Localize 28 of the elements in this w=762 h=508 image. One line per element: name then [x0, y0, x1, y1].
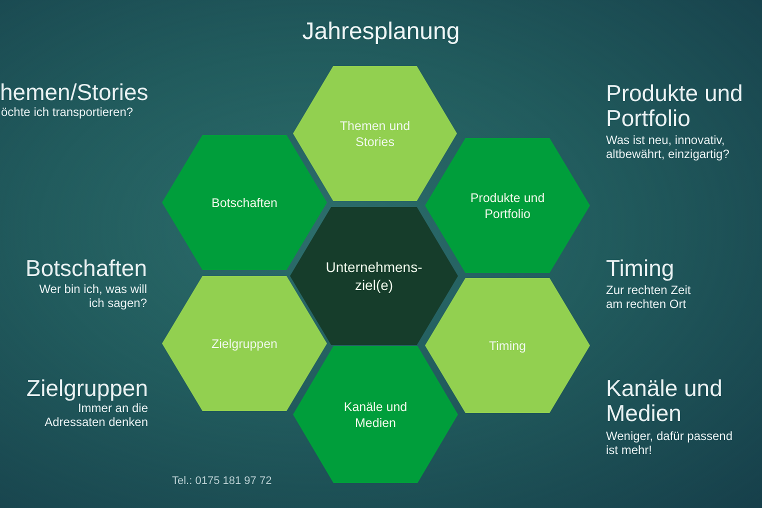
- side-heading: Produkte und Portfolio: [606, 81, 744, 131]
- hexagon-tile: [162, 276, 327, 411]
- hexagon-tile: [425, 138, 590, 273]
- hexagon-label: Zielgruppen: [210, 336, 278, 352]
- hexagon-label: Botschaften: [210, 194, 278, 210]
- title: Jahresplanung: [302, 18, 460, 45]
- side-description: Was ist neu, innovativ, altbewährt, einzigartig?: [606, 133, 730, 161]
- side-description: Zur rechten Zeit am rechten Ort: [606, 283, 692, 311]
- hexagon-label: Themen und Stories: [338, 118, 412, 150]
- hexagon-label: Produkte und Portfolio: [469, 190, 546, 222]
- side-description: Weniger, dafür passend ist mehr!: [606, 429, 734, 457]
- side-heading: Zielgruppen: [26, 376, 148, 401]
- side-heading: Kanäle und Medien: [606, 376, 724, 426]
- side-heading: Timing: [606, 256, 676, 281]
- side-heading: Botschaften: [26, 256, 147, 281]
- hexagon-tile: [293, 66, 457, 201]
- hexagon-label: Kanäle und Medien: [342, 398, 408, 430]
- side-description: öchte ich transportieren?: [1, 105, 134, 119]
- hexagon-tile: [425, 278, 590, 413]
- contact-line: Tel.: 0175 181 97 72: [172, 475, 272, 488]
- hexagon-tile: [162, 135, 327, 270]
- side-description: Wer bin ich, was will ich sagen?: [38, 282, 147, 310]
- side-heading: hemen/Stories: [0, 80, 148, 105]
- hexagon-label: Timing: [488, 338, 528, 354]
- hexagon-tile: [290, 207, 458, 345]
- hexagon-tile: [293, 346, 458, 483]
- side-description: Immer an die Adressaten denken: [44, 401, 148, 429]
- hexagon-label: Unternehmens-ziel(e): [324, 258, 424, 294]
